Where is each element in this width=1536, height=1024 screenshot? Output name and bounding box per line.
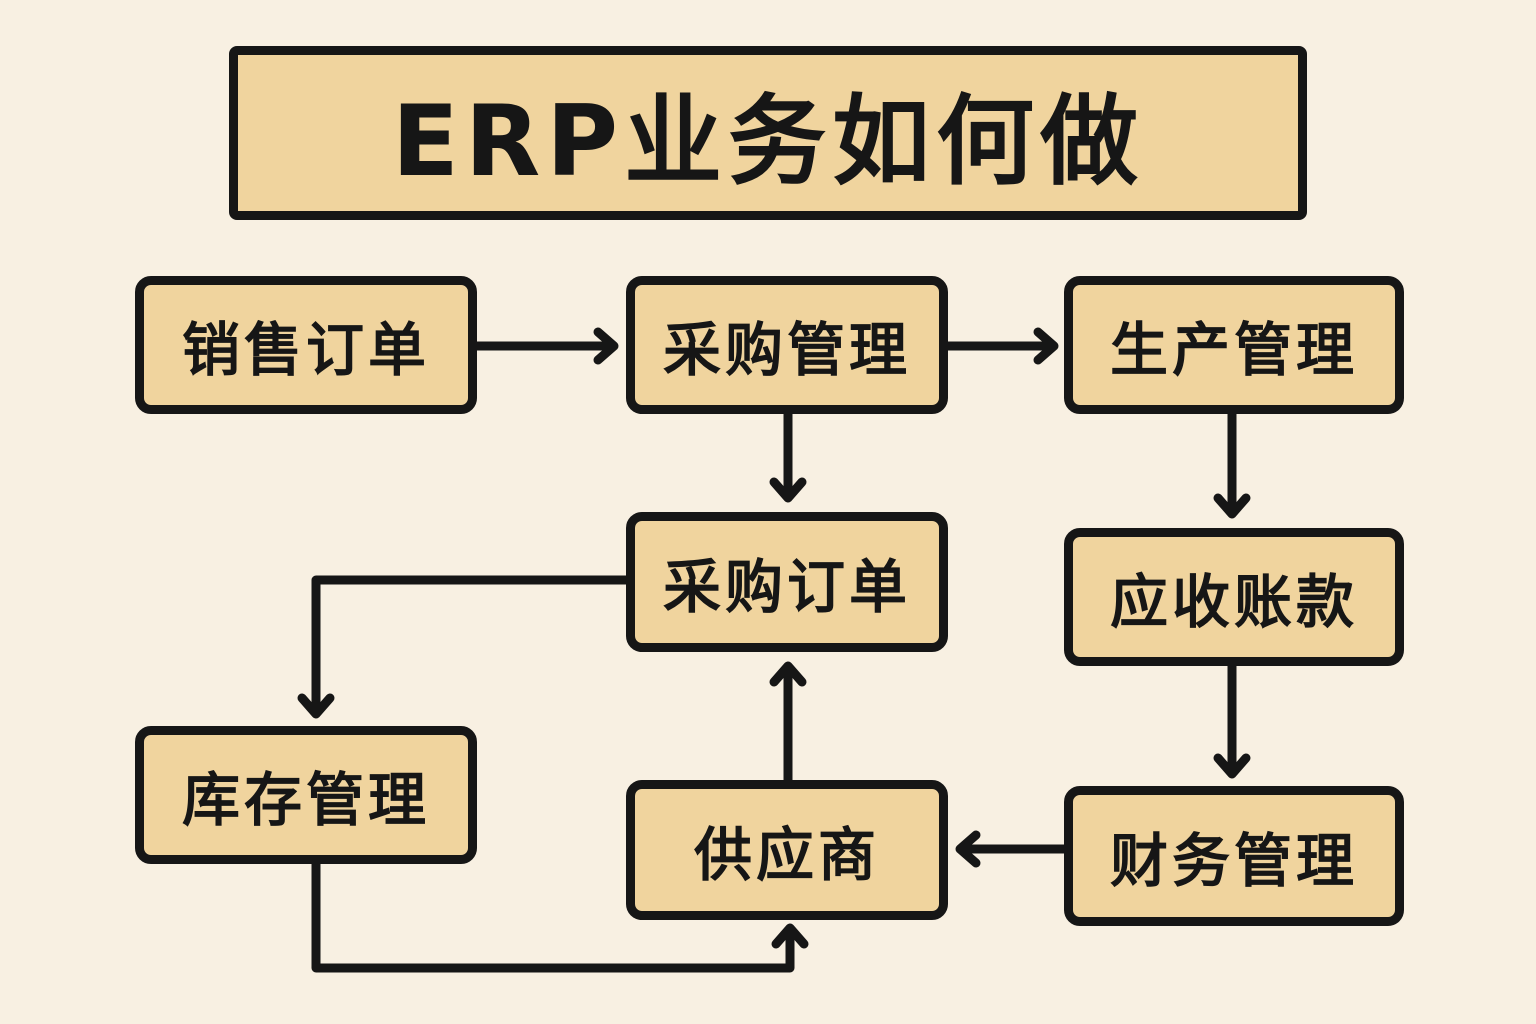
arrow-supplier-to-purchase-order: [769, 661, 807, 787]
node-production-management: 生产管理: [1064, 276, 1404, 414]
diagram-title: ERP业务如何做: [229, 46, 1307, 220]
node-financial-management: 财务管理: [1064, 786, 1404, 926]
arrow-procurement-to-purchase-order: [769, 407, 807, 503]
node-accounts-receivable: 应收账款: [1064, 528, 1404, 666]
node-purchase-order: 采购订单: [626, 512, 948, 652]
node-procurement-management: 采购管理: [626, 276, 948, 414]
arrow-procurement-to-production: [941, 327, 1059, 365]
node-sales-order: 销售订单: [135, 276, 477, 414]
node-supplier: 供应商: [626, 780, 948, 920]
arrow-inventory-to-supplier: [311, 857, 809, 973]
arrow-receivable-to-finance: [1213, 659, 1251, 779]
arrow-purchase-order-to-inventory: [297, 575, 633, 719]
arrow-sales-order-to-procurement: [471, 327, 619, 365]
arrow-finance-to-supplier: [955, 830, 1073, 868]
arrow-production-to-receivable: [1213, 407, 1251, 519]
node-inventory-management: 库存管理: [135, 726, 477, 864]
